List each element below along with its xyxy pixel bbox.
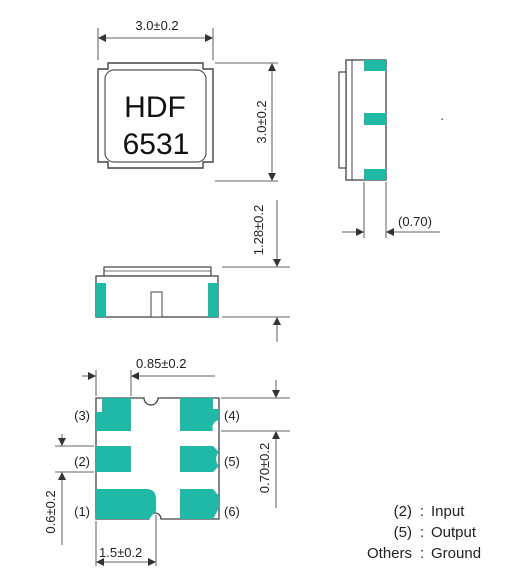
marking-line1: HDF (124, 91, 186, 124)
side-pad-label: (0.70) (398, 214, 432, 229)
pin-label-2: (2) (74, 454, 90, 469)
legend-sep-output: : (420, 524, 424, 541)
legend-function-input: Input (431, 503, 465, 520)
bottom-view: (3) (2) (1) (4) (5) (6) 0.85±0.2 0.6±0.2… (43, 356, 290, 566)
pin-function-legend: (2) : Input (5) : Output Others : Ground (367, 503, 481, 562)
front-pad-left (96, 283, 106, 317)
side-pad-top (364, 60, 386, 71)
front-center-slot (150, 291, 163, 318)
legend-function-output: Output (431, 524, 477, 541)
pitch-label: 0.85±0.2 (136, 356, 187, 371)
pad-width-dimension: 1.5±0.2 (95, 515, 157, 566)
legend-pin-others: Others (367, 545, 412, 562)
svg-text:·: · (440, 111, 444, 126)
top-view: HDF 6531 3.0±0.2 3.0±0.2 (97, 18, 278, 182)
pad-1 (96, 489, 156, 519)
thickness-dimension: 1.28±0.2 (222, 200, 290, 342)
marking-line2: 6531 (123, 128, 190, 161)
pad-2 (96, 446, 131, 472)
side-pad-middle (364, 113, 386, 125)
pin-label-1: (1) (74, 504, 90, 519)
top-height-dimension: 3.0±0.2 (215, 62, 278, 182)
pitch-dimension: 0.85±0.2 (82, 356, 215, 396)
pad-6 (180, 489, 219, 519)
top-width-dimension: 3.0±0.2 (97, 18, 214, 60)
legend-sep-others: : (420, 545, 424, 562)
pad-3 (96, 398, 131, 431)
pad-height-dimension: 0.6±0.2 (43, 434, 94, 545)
front-view: 1.28±0.2 (95, 200, 290, 342)
top-width-label: 3.0±0.2 (135, 18, 178, 33)
front-pad-right (208, 283, 218, 317)
pin-label-5: (5) (224, 454, 240, 469)
pin-label-3: (3) (74, 408, 90, 423)
pad-5 (180, 446, 219, 472)
thickness-label: 1.28±0.2 (251, 205, 266, 256)
pad-width-label: 1.5±0.2 (99, 545, 142, 560)
pad-gap-dimension: 0.70±0.2 (221, 380, 290, 508)
front-lid (103, 266, 212, 277)
pad-gap-label: 0.70±0.2 (257, 443, 272, 494)
legend-pin-output: (5) (394, 524, 412, 541)
pin-label-6: (6) (224, 504, 240, 519)
side-pad-dimension: (0.70) (342, 182, 440, 238)
pad-4 (180, 398, 219, 431)
side-view: · (0.70) (338, 59, 444, 238)
legend-function-ground: Ground (431, 545, 481, 562)
pad-height-label: 0.6±0.2 (43, 490, 58, 533)
lid-outline (104, 69, 207, 163)
side-pad-bottom (364, 169, 386, 180)
legend-sep-input: : (420, 503, 424, 520)
legend-pin-input: (2) (394, 503, 412, 520)
top-height-label: 3.0±0.2 (254, 100, 269, 143)
pin-label-4: (4) (224, 408, 240, 423)
